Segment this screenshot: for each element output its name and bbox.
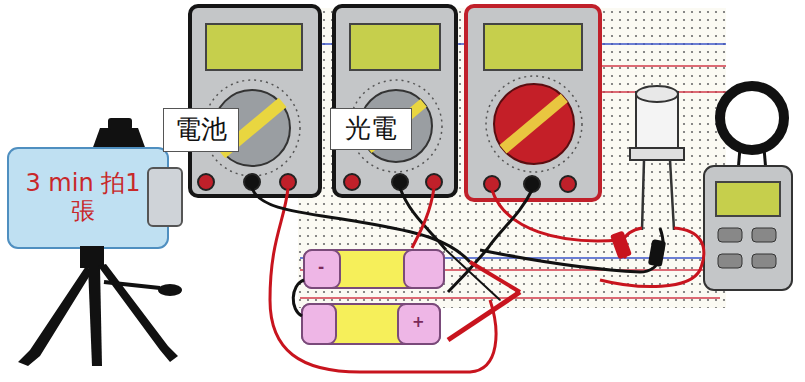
multimeter: [334, 6, 456, 196]
camera-lens: [148, 168, 182, 226]
battery-cap: [304, 250, 340, 288]
multimeter: [466, 6, 600, 200]
tripod-handle-knob: [158, 284, 182, 296]
black-wire: [252, 188, 470, 262]
camera-body: [8, 148, 168, 248]
tripod-handle: [104, 282, 160, 288]
lux-button: [718, 254, 742, 268]
breadboard-holes: [298, 8, 726, 308]
battery: [302, 304, 440, 344]
black-wire: [480, 228, 663, 272]
multimeter-screen: [484, 24, 582, 70]
tripod-leg: [18, 266, 92, 366]
polarity-mark: +: [412, 313, 425, 331]
red-jack: [344, 174, 360, 190]
battery-cap: [404, 250, 444, 288]
black-wire: [400, 188, 446, 250]
multimeter-screen: [206, 24, 302, 70]
multimeter-screen: [350, 24, 440, 70]
red-wire: [412, 188, 434, 248]
battery-cap: [398, 304, 440, 344]
multimeter: [190, 6, 320, 196]
battery-link: [293, 280, 304, 316]
lux-button: [752, 254, 776, 268]
node-text: 光電: [345, 114, 397, 144]
battery: [304, 250, 444, 288]
tripod-head: [80, 246, 104, 268]
alligator-clip: [648, 239, 666, 267]
red-wire: [492, 190, 620, 241]
lux-sensor-ring: [720, 86, 784, 150]
meter-label: 光電: [330, 108, 412, 150]
sensor-top: [636, 86, 678, 102]
lux-screen: [716, 182, 780, 216]
red-wire: [600, 228, 704, 287]
probe: [470, 262, 520, 292]
power-rail: [600, 65, 726, 67]
node-text: 3 min 拍1張: [25, 170, 141, 225]
red-jack: [198, 174, 214, 190]
black-wire: [448, 190, 532, 292]
dial-pointer: [500, 94, 568, 154]
breadboard: [298, 8, 726, 308]
probe: [448, 292, 520, 340]
multimeter-dial: [494, 84, 574, 164]
tripod-leg: [88, 266, 102, 366]
node-text: 電池: [175, 115, 227, 145]
sensor-leg: [670, 160, 674, 230]
sensor-leg: [642, 160, 644, 230]
red-jack: [560, 176, 576, 192]
com-jack: [524, 176, 540, 192]
camera-caption: 3 min 拍1張: [20, 156, 146, 240]
dial-scale: [486, 76, 582, 172]
camera-button: [108, 118, 132, 130]
red-jack: [484, 176, 500, 192]
camera-top: [92, 128, 146, 150]
tripod-leg: [98, 264, 178, 362]
red-wire: [270, 188, 496, 372]
red-jack: [280, 174, 296, 190]
battery-cap: [302, 304, 336, 344]
com-jack: [244, 174, 260, 190]
lux-button: [718, 228, 742, 242]
lux-meter: [704, 166, 792, 290]
lux-button: [752, 228, 776, 242]
meter-label: 電池: [163, 108, 239, 152]
probe-tip: [446, 250, 500, 300]
red-jack: [426, 174, 442, 190]
polarity-mark: -: [318, 258, 324, 276]
sensor-rim: [630, 148, 684, 160]
com-jack: [392, 174, 408, 190]
alligator-clip: [610, 230, 632, 259]
